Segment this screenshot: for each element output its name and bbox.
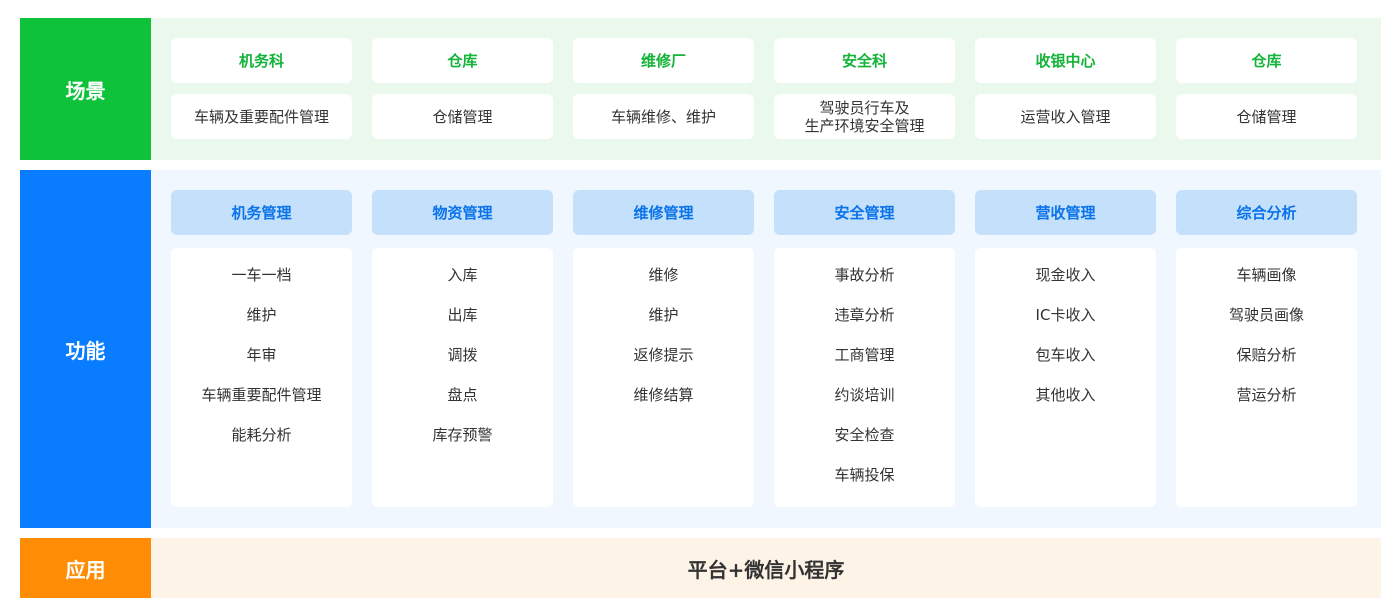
scene-title: 安全科 bbox=[774, 38, 955, 83]
function-item: 维修结算 bbox=[633, 386, 694, 404]
function-item: 现金收入 bbox=[1035, 266, 1096, 284]
scene-title: 维修厂 bbox=[573, 38, 754, 83]
function-column: 综合分析车辆画像驾驶员画像保赔分析营运分析 bbox=[1176, 170, 1357, 528]
function-label: 功能 bbox=[20, 170, 151, 528]
function-item: 驾驶员画像 bbox=[1228, 306, 1304, 324]
scene-description: 仓储管理 bbox=[372, 94, 553, 139]
function-title: 营收管理 bbox=[975, 190, 1156, 235]
function-item: 一车一档 bbox=[231, 266, 292, 284]
function-item: 库存预警 bbox=[432, 426, 493, 444]
function-title: 综合分析 bbox=[1176, 190, 1357, 235]
scene-column: 仓库仓储管理 bbox=[372, 18, 553, 160]
scene-label: 场景 bbox=[20, 18, 151, 160]
scene-row: 场景 机务科车辆及重要配件管理仓库仓储管理维修厂车辆维修、维护安全科驾驶员行车及… bbox=[20, 18, 1381, 160]
function-item: 入库 bbox=[447, 266, 478, 284]
function-item: 事故分析 bbox=[834, 266, 895, 284]
scene-column: 安全科驾驶员行车及 生产环境安全管理 bbox=[774, 18, 955, 160]
function-item: 返修提示 bbox=[633, 346, 694, 364]
function-item: 约谈培训 bbox=[834, 386, 895, 404]
function-title: 机务管理 bbox=[171, 190, 352, 235]
function-item: 能耗分析 bbox=[231, 426, 292, 444]
function-item: 年审 bbox=[246, 346, 277, 364]
function-items-box: 现金收入 IC卡收入包车收入其他收入 bbox=[975, 248, 1156, 507]
scene-title: 机务科 bbox=[171, 38, 352, 83]
function-item: 包车收入 bbox=[1035, 346, 1096, 364]
function-item: 保赔分析 bbox=[1236, 346, 1297, 364]
scene-column: 机务科车辆及重要配件管理 bbox=[171, 18, 352, 160]
application-panel: 平台+微信小程序 bbox=[151, 538, 1381, 598]
function-items-box: 车辆画像驾驶员画像保赔分析营运分析 bbox=[1176, 248, 1357, 507]
scene-title: 仓库 bbox=[1176, 38, 1357, 83]
function-items-box: 事故分析违章分析工商管理约谈培训安全检查车辆投保 bbox=[774, 248, 955, 507]
function-item: 调拨 bbox=[447, 346, 478, 364]
scene-column: 收银中心运营收入管理 bbox=[975, 18, 1156, 160]
scene-description: 运营收入管理 bbox=[975, 94, 1156, 139]
function-column: 物资管理入库出库调拨盘点库存预警 bbox=[372, 170, 553, 528]
scene-title: 收银中心 bbox=[975, 38, 1156, 83]
function-item: 维护 bbox=[246, 306, 277, 324]
function-column: 安全管理事故分析违章分析工商管理约谈培训安全检查车辆投保 bbox=[774, 170, 955, 528]
function-column: 营收管理现金收入 IC卡收入包车收入其他收入 bbox=[975, 170, 1156, 528]
function-item: 安全检查 bbox=[834, 426, 895, 444]
scene-title: 仓库 bbox=[372, 38, 553, 83]
function-title: 安全管理 bbox=[774, 190, 955, 235]
scene-description: 仓储管理 bbox=[1176, 94, 1357, 139]
function-item: 车辆投保 bbox=[834, 466, 895, 484]
function-item: 违章分析 bbox=[834, 306, 895, 324]
function-item: 其他收入 bbox=[1035, 386, 1096, 404]
function-title: 物资管理 bbox=[372, 190, 553, 235]
scene-description: 车辆及重要配件管理 bbox=[171, 94, 352, 139]
function-item: 盘点 bbox=[447, 386, 478, 404]
scene-column: 仓库仓储管理 bbox=[1176, 18, 1357, 160]
function-row: 功能 机务管理一车一档维护年审车辆重要配件管理能耗分析物资管理入库出库调拨盘点库… bbox=[20, 170, 1381, 528]
function-item: 车辆重要配件管理 bbox=[201, 386, 322, 404]
function-title: 维修管理 bbox=[573, 190, 754, 235]
function-column: 机务管理一车一档维护年审车辆重要配件管理能耗分析 bbox=[171, 170, 352, 528]
function-item: 营运分析 bbox=[1236, 386, 1297, 404]
function-item: 工商管理 bbox=[834, 346, 895, 364]
function-column: 维修管理维修维护返修提示维修结算 bbox=[573, 170, 754, 528]
function-item: 车辆画像 bbox=[1236, 266, 1297, 284]
scene-description: 车辆维修、维护 bbox=[573, 94, 754, 139]
application-label: 应用 bbox=[20, 538, 151, 598]
scene-panel: 机务科车辆及重要配件管理仓库仓储管理维修厂车辆维修、维护安全科驾驶员行车及 生产… bbox=[151, 18, 1381, 160]
function-items-box: 维修维护返修提示维修结算 bbox=[573, 248, 754, 507]
function-item: 维护 bbox=[648, 306, 679, 324]
application-text: 平台+微信小程序 bbox=[687, 557, 845, 582]
function-panel: 机务管理一车一档维护年审车辆重要配件管理能耗分析物资管理入库出库调拨盘点库存预警… bbox=[151, 170, 1381, 528]
function-item: 出库 bbox=[447, 306, 478, 324]
function-item: 维修 bbox=[648, 266, 679, 284]
function-items-box: 入库出库调拨盘点库存预警 bbox=[372, 248, 553, 507]
function-item: IC卡收入 bbox=[1035, 306, 1096, 324]
scene-column: 维修厂车辆维修、维护 bbox=[573, 18, 754, 160]
function-items-box: 一车一档维护年审车辆重要配件管理能耗分析 bbox=[171, 248, 352, 507]
application-row: 应用 平台+微信小程序 bbox=[20, 538, 1381, 598]
scene-description: 驾驶员行车及 生产环境安全管理 bbox=[774, 94, 955, 139]
